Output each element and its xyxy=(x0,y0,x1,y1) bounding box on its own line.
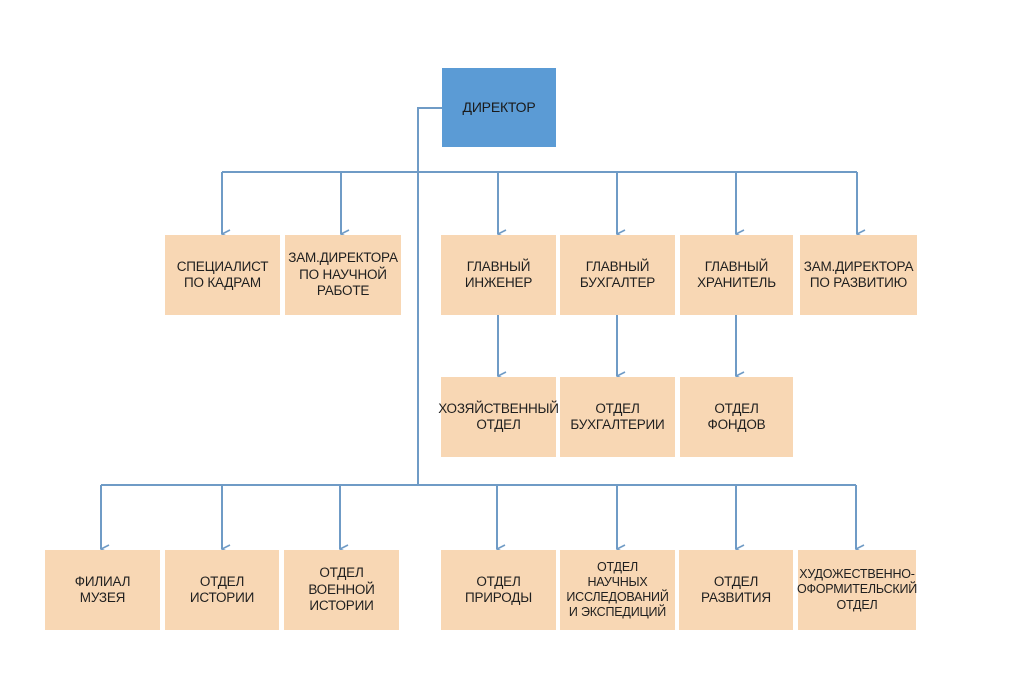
node-deputy-science: ЗАМ.ДИРЕКТОРА ПО НАУЧНОЙ РАБОТЕ xyxy=(285,235,401,315)
node-hr-specialist: СПЕЦИАЛИСТ ПО КАДРАМ xyxy=(165,235,280,315)
node-deputy-development: ЗАМ.ДИРЕКТОРА ПО РАЗВИТИЮ xyxy=(800,235,917,315)
node-chief-curator: ГЛАВНЫЙ ХРАНИТЕЛЬ xyxy=(680,235,793,315)
node-research-dept: ОТДЕЛ НАУЧНЫХ ИССЛЕДОВАНИЙ И ЭКСПЕДИЦИЙ xyxy=(560,550,675,630)
node-accounting-dept: ОТДЕЛ БУХГАЛТЕРИИ xyxy=(560,377,675,457)
node-chief-accountant: ГЛАВНЫЙ БУХГАЛТЕР xyxy=(560,235,675,315)
connector-group xyxy=(100,107,857,549)
node-director: ДИРЕКТОР xyxy=(442,68,556,147)
node-museum-branch: ФИЛИАЛ МУЗЕЯ xyxy=(45,550,160,630)
node-nature-dept: ОТДЕЛ ПРИРОДЫ xyxy=(441,550,556,630)
node-art-design-dept: ХУДОЖЕСТВЕННО- ОФОРМИТЕЛЬСКИЙ ОТДЕЛ xyxy=(797,550,917,630)
node-funds-dept: ОТДЕЛ ФОНДОВ xyxy=(680,377,793,457)
node-history-dept: ОТДЕЛ ИСТОРИИ xyxy=(165,550,279,630)
node-military-history-dept: ОТДЕЛ ВОЕННОЙ ИСТОРИИ xyxy=(284,550,399,630)
node-chief-engineer: ГЛАВНЫЙ ИНЖЕНЕР xyxy=(441,235,556,315)
node-development-dept: ОТДЕЛ РАЗВИТИЯ xyxy=(679,550,793,630)
connector-director-trunk xyxy=(417,107,442,485)
node-maintenance-dept: ХОЗЯЙСТВЕННЫЙ ОТДЕЛ xyxy=(438,377,559,457)
